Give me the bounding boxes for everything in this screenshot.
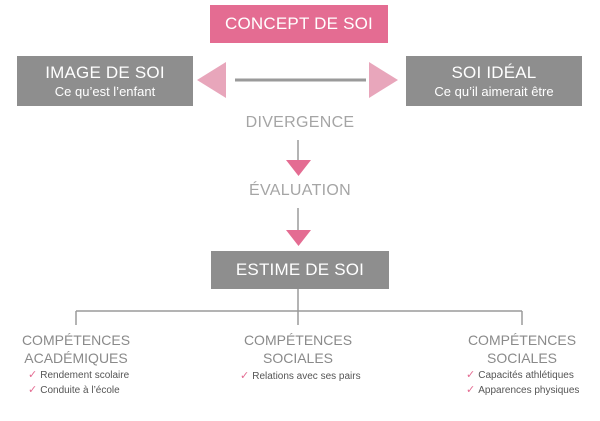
competence-line2: SOCIALES xyxy=(486,350,558,366)
image-de-soi-title: IMAGE DE SOI xyxy=(45,62,165,82)
checkmark-icon: ✓ xyxy=(466,384,476,396)
left-arrowhead xyxy=(197,62,226,98)
list-item: ✓Rendement scolaire xyxy=(28,369,130,381)
divergence-label: DIVERGENCE xyxy=(245,114,355,131)
checkmark-icon: ✓ xyxy=(28,384,38,396)
image-de-soi-subtitle: Ce qu’est l’enfant xyxy=(54,83,156,99)
right-arrowhead xyxy=(369,62,398,98)
competence-items-sociales-middle: ✓Relations avec ses pairs xyxy=(240,369,361,384)
competences-academiques: COMPÉTENCES ACADÉMIQUES xyxy=(6,331,146,367)
competence-line1: COMPÉTENCES xyxy=(467,332,577,348)
list-item: ✓Apparences physiques xyxy=(466,384,580,396)
competences-sociales-right: COMPÉTENCES SOCIALES xyxy=(452,331,592,367)
competence-line1: COMPÉTENCES xyxy=(243,332,353,348)
list-item: ✓Relations avec ses pairs xyxy=(240,370,361,382)
down-arrow-1 xyxy=(286,160,311,176)
list-item: ✓Conduite à l’école xyxy=(28,384,120,396)
competences-sociales-middle: COMPÉTENCES SOCIALES xyxy=(228,331,368,367)
evaluation-label: ÉVALUATION xyxy=(249,182,351,199)
competence-line1: COMPÉTENCES xyxy=(21,332,131,348)
concept-de-soi-title: CONCEPT DE SOI xyxy=(225,14,373,33)
concept-de-soi-box: CONCEPT DE SOI xyxy=(210,5,388,43)
competence-items-sociales-right: ✓Capacités athlétiques ✓Apparences physi… xyxy=(466,368,579,398)
competence-line2: ACADÉMIQUES xyxy=(24,350,128,366)
competence-items-academiques: ✓Rendement scolaire ✓Conduite à l’école xyxy=(28,368,129,398)
image-de-soi-box: IMAGE DE SOI Ce qu’est l’enfant xyxy=(17,56,193,106)
checkmark-icon: ✓ xyxy=(466,369,476,381)
soi-ideal-subtitle: Ce qu’il aimerait être xyxy=(434,83,554,99)
competence-line2: SOCIALES xyxy=(262,350,334,366)
checkmark-icon: ✓ xyxy=(28,369,38,381)
estime-de-soi-title: ESTIME DE SOI xyxy=(235,260,365,279)
soi-ideal-box: SOI IDÉAL Ce qu’il aimerait être xyxy=(406,56,582,106)
estime-de-soi-box: ESTIME DE SOI xyxy=(211,251,389,289)
down-arrow-2 xyxy=(286,230,311,246)
checkmark-icon: ✓ xyxy=(240,370,250,382)
list-item: ✓Capacités athlétiques xyxy=(466,369,574,381)
soi-ideal-title: SOI IDÉAL xyxy=(451,62,537,82)
